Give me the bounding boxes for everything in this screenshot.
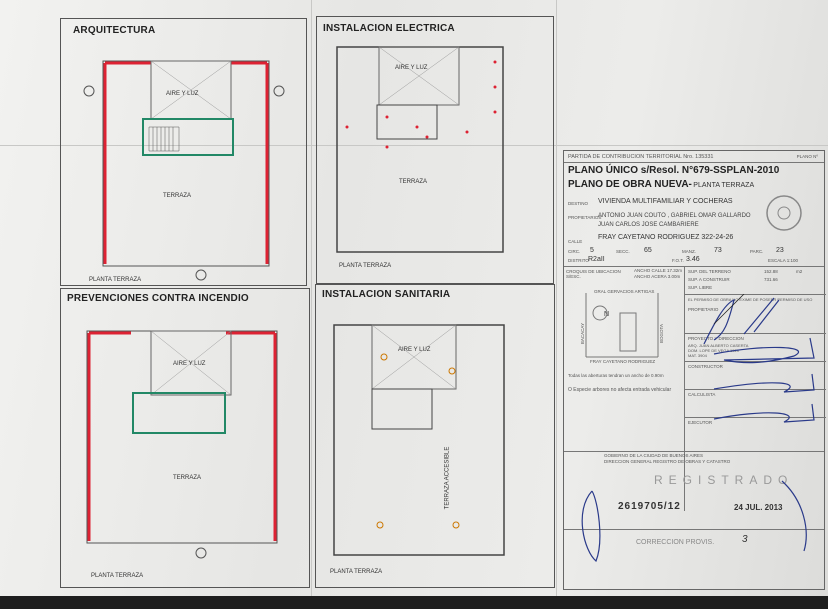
sup-construir-label: SUP. A CONSTRUIR	[688, 277, 730, 282]
fold-line	[0, 145, 828, 146]
calle-sur: FRAY CAYETANO RODRIGUEZ	[590, 359, 656, 364]
secc-label: SECC.	[616, 249, 630, 254]
escala: ESCALA 1:100	[768, 258, 799, 263]
propietarios-1: ANTONIO JUAN COUTO , GABRIEL OMAR GALLAR…	[598, 213, 751, 219]
profesional-matricula: MAT. 3904	[688, 353, 707, 358]
calle-norte: GRAL GERVACIOS ARTIGAS	[594, 289, 655, 294]
fold-line	[311, 0, 312, 596]
plano-num: PLANO Nº	[796, 154, 818, 159]
constructor-label: CONSTRUCTOR	[688, 364, 723, 369]
panel-footer: PLANTA TERRAZA	[330, 569, 383, 575]
panel-instalacion-electrica: INSTALACION ELECTRICA AIRE Y LUZ TERRAZA…	[316, 16, 554, 284]
croquis-label: CROQUIS DE UBICACION S/ESC.	[566, 269, 621, 279]
patio-label: AIRE Y LUZ	[398, 347, 431, 353]
patio-label: AIRE Y LUZ	[166, 91, 199, 97]
panel-footer: PLANTA TERRAZA	[91, 573, 144, 579]
expediente-numero: 2619705/12	[618, 501, 681, 512]
calle: FRAY CAYETANO RODRIGUEZ 322-24-26	[598, 234, 734, 241]
room-label: TERRAZA	[173, 475, 202, 481]
room-label: TERRAZA	[163, 193, 192, 199]
stamp-signatures	[581, 480, 807, 562]
correccion-numero: 3	[742, 534, 748, 545]
propietarios-label: PROPIETARIOS	[568, 215, 602, 220]
distrito-label: DISTRITO	[568, 258, 589, 263]
panel-footer: PLANTA TERRAZA	[339, 263, 392, 269]
registrado-stamp: REGISTRADO	[654, 473, 794, 487]
plano-obra: PLANO DE OBRA NUEVA-	[568, 179, 692, 190]
floor-plan-electrica	[336, 46, 504, 253]
circ: 5	[590, 247, 594, 254]
panel-prevenciones-incendio: PREVENCIONES CONTRA INCENDIO AIRE Y LUZ …	[60, 288, 310, 588]
ancho-acera: ANCHO ACERA 3.00m	[634, 274, 681, 279]
panel-title: PREVENCIONES CONTRA INCENDIO	[67, 293, 249, 304]
floor-plan-incendio	[86, 330, 278, 559]
correccion-label: CORRECCION PROVIS.	[636, 539, 715, 546]
nota-aberturas: Todas las aberturas tendran un ancho de …	[568, 373, 664, 378]
room-label: TERRAZA	[399, 179, 428, 185]
manz: 73	[714, 247, 722, 254]
propietarios-2: JUAN CARLOS JOSE CAMBARIERE	[598, 222, 699, 228]
floor-plan-sanitaria	[333, 324, 505, 556]
fot: 3.46	[686, 256, 700, 263]
ancho-calle: ANCHO CALLE 17.32m	[634, 268, 683, 273]
profesional-nombre: ARQ. JUAN ALBERTO CASERTA	[688, 343, 749, 348]
partida: PARTIDA DE CONTRIBUCION TERRITORIAL Nro.…	[568, 154, 714, 160]
patio-label: AIRE Y LUZ	[395, 65, 428, 71]
circ-label: CIRC.	[568, 249, 581, 254]
gobierno-header: GOBIERNO DE LA CIUDAD DE BUENOS AIRES	[604, 453, 704, 458]
location-sketch	[585, 293, 659, 358]
propietario-label: PROPIETARIO	[688, 307, 719, 312]
manz-label: MANZ.	[682, 249, 696, 254]
distrito: R2aII	[588, 256, 605, 263]
fot-label: F.O.T.	[672, 258, 684, 263]
calculista-label: CALCULISTA	[688, 392, 716, 397]
destino-label: DESTINO	[568, 201, 589, 206]
panel-title: ARQUITECTURA	[73, 25, 156, 36]
fold-line	[556, 0, 557, 596]
sup-construir: 731.66	[764, 277, 778, 282]
panel-arquitectura: ARQUITECTURA AIRE Y LUZ TERRAZA PLANTA T…	[60, 18, 307, 286]
direccion-header: DIRECCION GENERAL REGISTRO DE OBRAS Y CA…	[604, 459, 731, 464]
fecha-registro: 24 JUL. 2013	[734, 503, 783, 512]
patio-label: AIRE Y LUZ	[173, 361, 206, 367]
nota-arboles: O Especie arbores no afecta entrada vehi…	[568, 387, 672, 393]
panel-footer: PLANTA TERRAZA	[89, 277, 142, 283]
signatures	[703, 294, 815, 423]
room-label: TERRAZA ACCESIBLE	[444, 446, 451, 510]
profesional-domicilio: DOM. LOPE DE VEGA 1929	[688, 348, 739, 353]
destino: VIVIENDA MULTIFAMILIAR Y COCHERAS	[598, 198, 733, 205]
plano-unico: PLANO ÚNICO s/Resol. N°679-SSPLAN-2010	[568, 165, 780, 176]
ejecutor-label: EJECUTOR	[688, 420, 713, 425]
panel-instalacion-sanitaria: INSTALACION SANITARIA AIRE Y LUZ TERRAZA…	[315, 284, 555, 588]
panel-title: INSTALACION ELECTRICA	[323, 23, 455, 34]
sup-libre-label: SUP. LIBRE	[688, 285, 713, 290]
title-block: PARTIDA DE CONTRIBUCION TERRITORIAL Nro.…	[563, 150, 826, 590]
calle-label: CALLE	[568, 239, 583, 244]
permiso-nota: EL PERMISO DE OBRA NO EXIME DE POSEER PE…	[688, 297, 813, 302]
seal-stamp	[766, 195, 802, 231]
secc: 65	[644, 247, 652, 254]
plan-sheet	[0, 0, 828, 596]
sup-terreno-label: SUP. DEL TERRENO	[688, 269, 731, 274]
parc: 23	[776, 247, 784, 254]
floor-plan-arquitectura	[83, 60, 285, 281]
panel-title: INSTALACION SANITARIA	[322, 289, 451, 300]
table-surface	[0, 596, 828, 609]
planta: PLANTA TERRAZA	[693, 182, 755, 189]
parc-label: PARC.	[750, 249, 764, 254]
sup-unit: m2	[796, 269, 803, 274]
sup-terreno: 152.88	[764, 269, 778, 274]
